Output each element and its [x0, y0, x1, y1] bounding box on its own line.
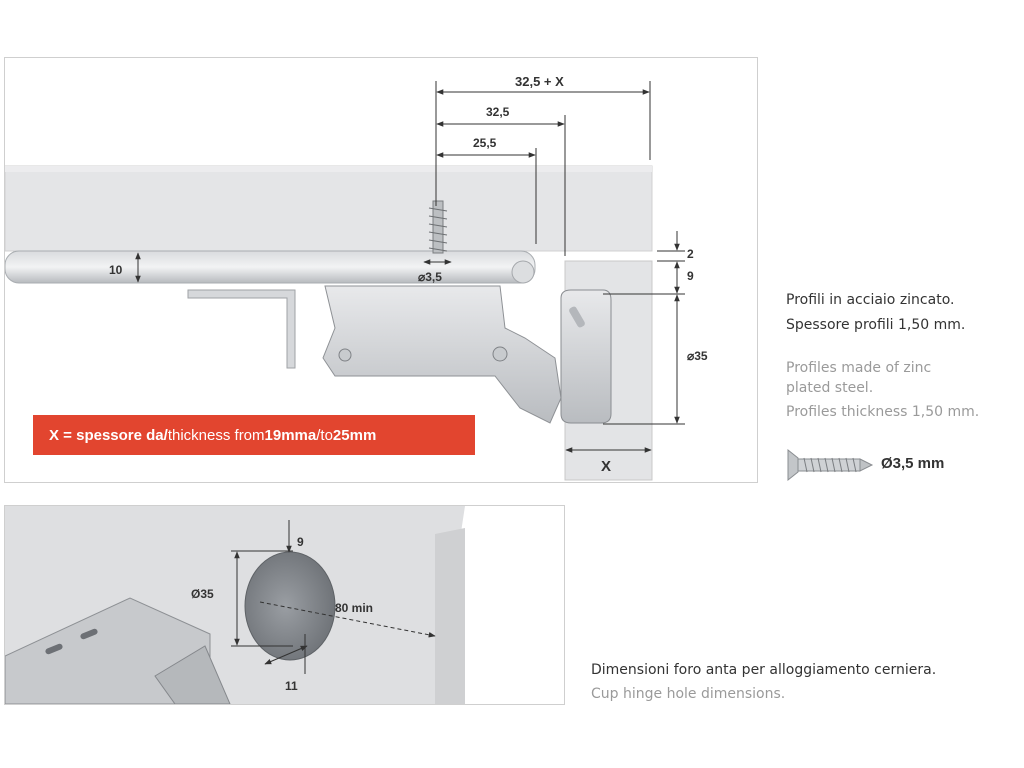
steel-profile-rail	[5, 250, 536, 284]
banner-to-value: 25mm	[332, 426, 377, 444]
banner-joiner: /to	[316, 426, 333, 444]
banner-joiner-bold: a	[307, 426, 317, 444]
cabinet-board	[5, 165, 653, 252]
dim-label-80-min: 80 min	[335, 601, 373, 615]
hinge-cup	[560, 289, 612, 424]
dim-label-9-bottom: 9	[297, 535, 304, 549]
note-en-line1: Profiles made of zinc	[786, 360, 932, 376]
dim-label-2: 2	[687, 247, 694, 261]
dim-label-screw-diameter: ⌀3,5	[418, 270, 442, 284]
dim-label-9: 9	[687, 269, 694, 283]
dim-label-10: 10	[109, 263, 123, 277]
note-en-line2: plated steel.	[786, 380, 874, 396]
wood-screw	[428, 200, 448, 254]
hinge-profile-drawing: 32,5 + X 32,5 25,5 10 ⌀3,5 2 9 ⌀35 X	[5, 74, 708, 481]
note-it-line2: Spessore profili 1,50 mm.	[786, 317, 966, 333]
banner-prefix: X = spessore da/	[49, 426, 168, 444]
banner-middle: thickness from	[167, 426, 265, 444]
caption-en: Cup hinge hole dimensions.	[591, 686, 786, 702]
dim-label-25-5: 25,5	[473, 136, 497, 150]
screw-diameter-label: Ø3,5 mm	[881, 455, 945, 472]
cup-hole	[244, 551, 336, 661]
screw-icon	[787, 448, 874, 482]
bottom-diagram-panel: 9 Ø35 80 min 11	[4, 505, 565, 705]
door-hole-drawing: 9 Ø35 80 min 11	[5, 506, 465, 704]
banner-from-value: 19mm	[264, 426, 308, 444]
caption-it: Dimensioni foro anta per alloggiamento c…	[591, 662, 937, 678]
top-diagram-panel: 32,5 + X 32,5 25,5 10 ⌀3,5 2 9 ⌀35 X X =…	[4, 57, 758, 483]
hinge-arm	[322, 285, 562, 424]
dim-label-cup-diameter: ⌀35	[687, 349, 708, 363]
dim-label-11: 11	[285, 679, 298, 693]
dim-label-32-5-plus-x: 32,5 + X	[515, 74, 564, 89]
thickness-banner: X = spessore da/ thickness from 19mm a/t…	[33, 415, 475, 455]
dim-label-hole-diameter: Ø35	[191, 587, 214, 601]
dim-label-x: X	[601, 458, 611, 475]
note-it-line1: Profili in acciaio zincato.	[786, 292, 955, 308]
note-en-line3: Profiles thickness 1,50 mm.	[786, 404, 980, 420]
dim-label-32-5: 32,5	[486, 105, 510, 119]
